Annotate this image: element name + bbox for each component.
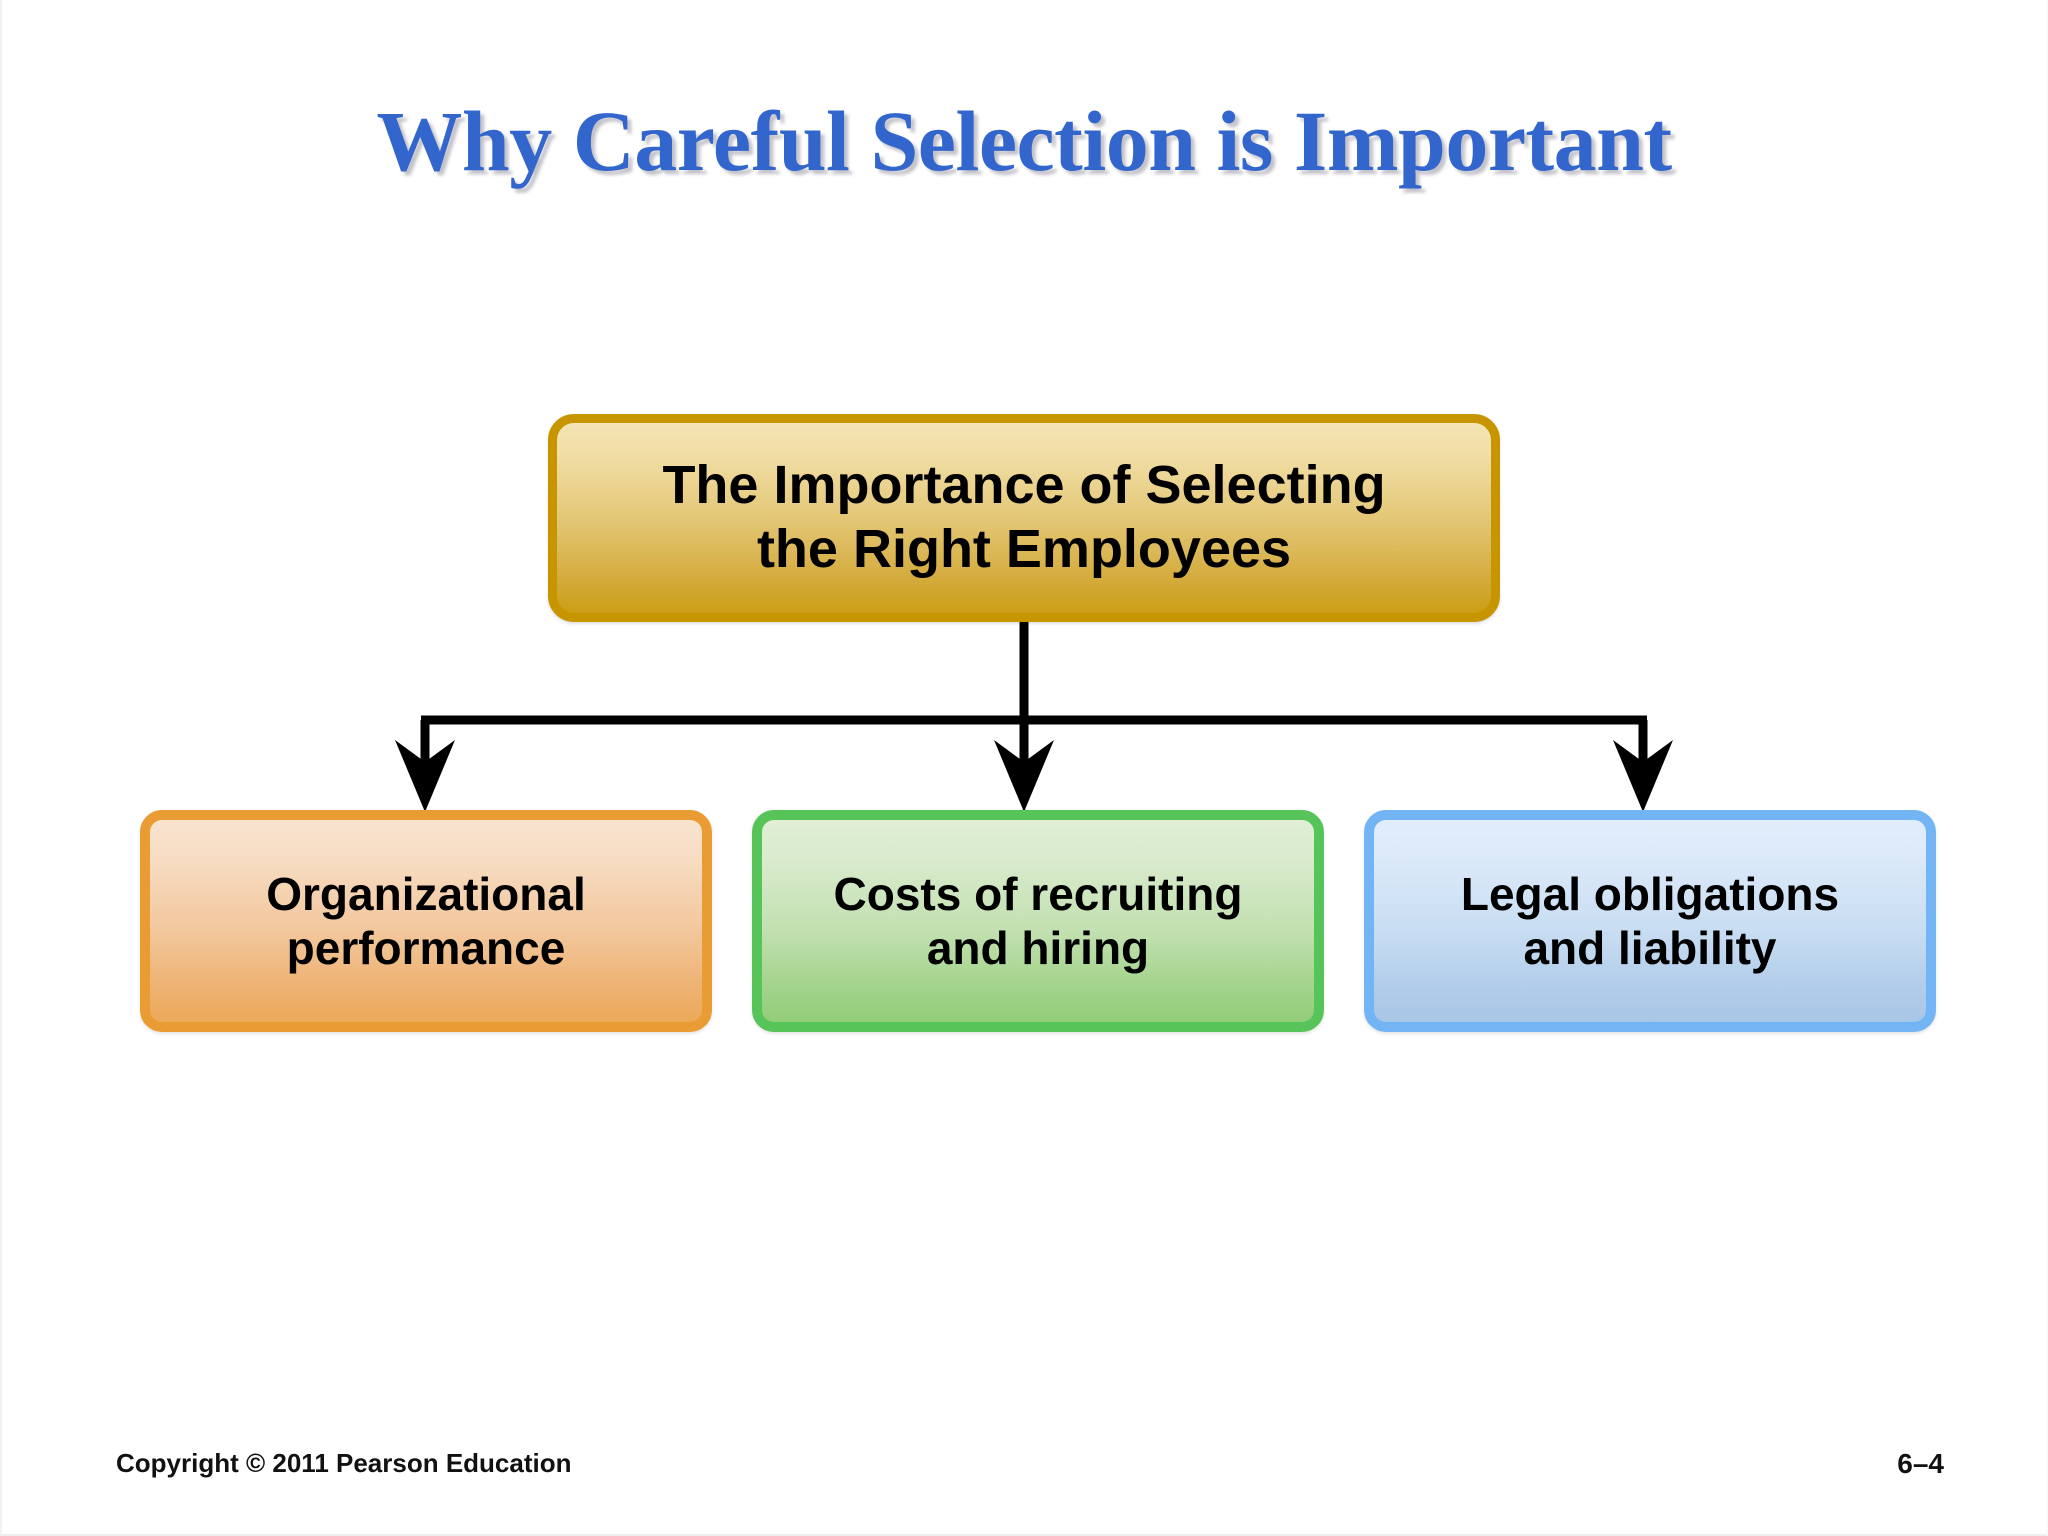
root-node-text: The Importance of Selecting the Right Em… (648, 454, 1399, 581)
node-line-2: and hiring (926, 922, 1150, 974)
diagram-node-legal-obligations-and-liability[interactable]: Legal obligations and liability (1364, 810, 1936, 1032)
node-line-1: Costs of recruiting (833, 867, 1243, 920)
node-line-1: Organizational (266, 867, 586, 920)
node-text: Legal obligations and liability (1447, 867, 1853, 976)
node-line-2: and liability (1523, 922, 1777, 974)
page-title: Why Careful Selection is Important (376, 93, 1672, 189)
node-line-2: performance (286, 922, 566, 974)
footer-copyright: Copyright © 2011 Pearson Education (116, 1448, 572, 1478)
root-node-line-2: the Right Employees (756, 519, 1292, 579)
node-text: Costs of recruiting and hiring (820, 867, 1257, 976)
footer-page-number: 6–4 (1897, 1448, 1944, 1479)
node-line-1: Legal obligations (1460, 867, 1840, 920)
arrowhead-left (395, 740, 455, 812)
diagram-node-costs-of-recruiting-and-hiring[interactable]: Costs of recruiting and hiring (752, 810, 1324, 1032)
diagram-root-node[interactable]: The Importance of Selecting the Right Em… (548, 414, 1500, 622)
root-node-line-1: The Importance of Selecting (662, 455, 1386, 516)
arrowhead-middle (994, 740, 1054, 812)
diagram-node-organizational-performance[interactable]: Organizational performance (140, 810, 712, 1032)
node-text: Organizational performance (252, 867, 599, 976)
arrowhead-right (1613, 740, 1673, 812)
